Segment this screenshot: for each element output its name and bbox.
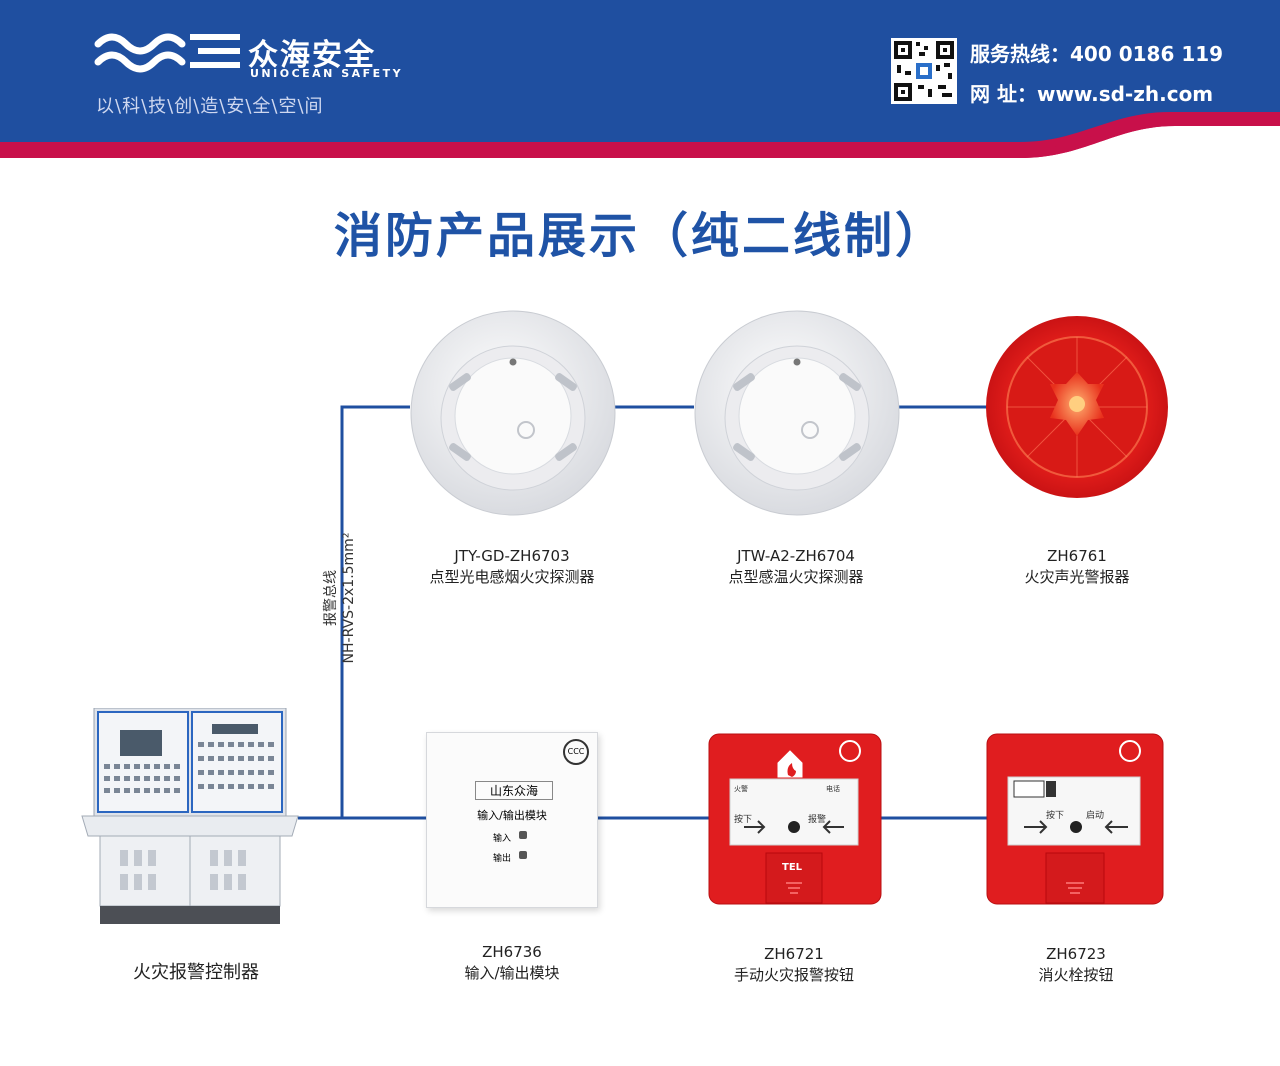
device-caption-sounder: ZH6761 火灾声光警报器 xyxy=(967,546,1187,588)
input-led-icon xyxy=(519,831,527,839)
device-model: JTW-A2-ZH6704 xyxy=(737,547,855,565)
module-input-label: 输入 xyxy=(493,834,512,844)
bus-label-name: 报警总线 xyxy=(323,570,339,626)
device-caption-call-point: ZH6721 手动火灾报警按钮 xyxy=(684,944,904,986)
device-name: 点型感温火灾探测器 xyxy=(728,568,864,586)
device-caption-smoke: JTY-GD-ZH6703 点型光电感烟火灾探测器 xyxy=(402,546,622,588)
fire-label: 火警 xyxy=(734,785,748,793)
page-title: 消防产品展示（纯二线制） xyxy=(333,208,946,264)
logo-text: 众海安全 xyxy=(248,38,376,73)
sounder-strobe-icon xyxy=(984,314,1170,504)
smoke-detector-icon xyxy=(408,308,618,522)
website-address: 网 址：www.sd-zh.com xyxy=(970,82,1214,106)
module-brand: 山东众海 xyxy=(475,781,553,800)
device-caption-hydrant: ZH6723 消火栓按钮 xyxy=(966,944,1186,986)
bus-label-cable: NH-RVS-2x1.5mm² xyxy=(341,532,357,664)
output-led-icon xyxy=(519,851,527,859)
hydrant-start-label: 启动 xyxy=(1086,811,1105,821)
manual-call-point-icon xyxy=(708,733,882,909)
alarm-label: 报警 xyxy=(808,815,827,825)
device-name: 点型光电感烟火灾探测器 xyxy=(429,568,595,586)
logo-english: UNIOCEAN SAFETY xyxy=(250,67,404,80)
header-banner: 众海安全 UNIOCEAN SAFETY 以\科\技\创\造\安\全\空\间 服… xyxy=(0,0,1280,172)
phone-label: 电话 xyxy=(826,785,840,793)
module-title: 输入/输出模块 xyxy=(477,809,547,822)
device-caption-module: ZH6736 输入/输出模块 xyxy=(402,942,622,984)
device-model: ZH6736 xyxy=(482,943,542,961)
ccc-mark-icon: CCC xyxy=(563,739,589,765)
device-model: ZH6723 xyxy=(1046,945,1106,963)
hydrant-press-label: 按下 xyxy=(1046,811,1065,821)
controller-label: 火灾报警控制器 xyxy=(133,962,259,983)
bus-label: 报警总线 NH-RVS-2x1.5mm² xyxy=(322,448,358,748)
device-model: ZH6761 xyxy=(1047,547,1107,565)
logo-wave-icon xyxy=(94,33,240,73)
slogan: 以\科\技\创\造\安\全\空\间 xyxy=(96,96,324,117)
module-output-label: 输出 xyxy=(493,854,512,864)
device-caption-heat: JTW-A2-ZH6704 点型感温火灾探测器 xyxy=(686,546,906,588)
fire-alarm-controller-icon xyxy=(80,707,300,942)
device-model: ZH6721 xyxy=(764,945,824,963)
header-background xyxy=(0,0,1280,172)
heat-detector-icon xyxy=(692,308,902,522)
service-hotline: 服务热线：400 0186 119 xyxy=(970,42,1224,66)
device-name: 火灾声光警报器 xyxy=(1024,568,1130,586)
device-name: 输入/输出模块 xyxy=(464,964,560,982)
device-name: 消火栓按钮 xyxy=(1038,966,1114,984)
qr-code-icon xyxy=(891,38,957,104)
device-model: JTY-GD-ZH6703 xyxy=(454,547,570,565)
press-label: 按下 xyxy=(734,815,753,825)
tel-label: TEL xyxy=(782,862,803,873)
hydrant-button-icon xyxy=(986,733,1164,909)
io-module-icon: CCC 山东众海 输入/输出模块 输入 输出 xyxy=(426,732,598,908)
device-name: 手动火灾报警按钮 xyxy=(733,966,854,984)
